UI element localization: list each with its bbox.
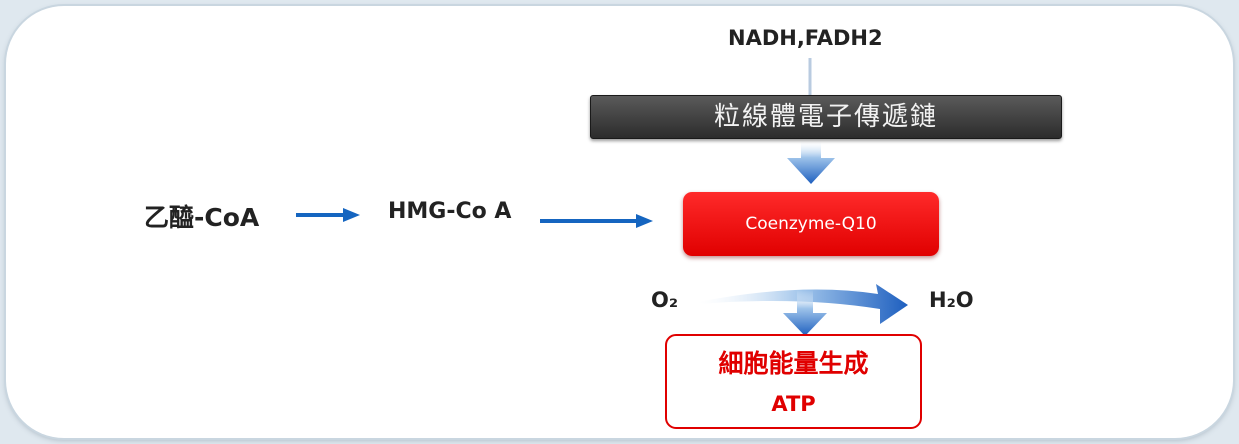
cell-energy-title: 細胞能量生成	[718, 349, 869, 378]
atp-label: ATP	[771, 392, 816, 416]
electron-transport-chain-box: 粒線體電子傳遞鏈	[590, 95, 1062, 139]
coenzyme-q10-box: Coenzyme-Q10	[683, 192, 939, 256]
cell-energy-box: 細胞能量生成 ATP	[665, 334, 922, 429]
acetyl-to-hmg-arrow	[296, 208, 360, 222]
water-label: H₂O	[929, 288, 974, 312]
o2-to-h2o-arc	[698, 284, 908, 324]
acetyl-coa-label: 乙醯-CoA	[144, 203, 260, 232]
hmg-coa-label: HMG-Co A	[388, 199, 512, 224]
nadh-fadh2-label: NADH,FADH2	[728, 26, 883, 50]
etc-to-coq-arrow	[787, 140, 835, 184]
arc-to-atp-arrow	[783, 290, 827, 336]
oxygen-label: O₂	[651, 288, 679, 312]
hmg-to-coq-arrow	[540, 214, 653, 228]
